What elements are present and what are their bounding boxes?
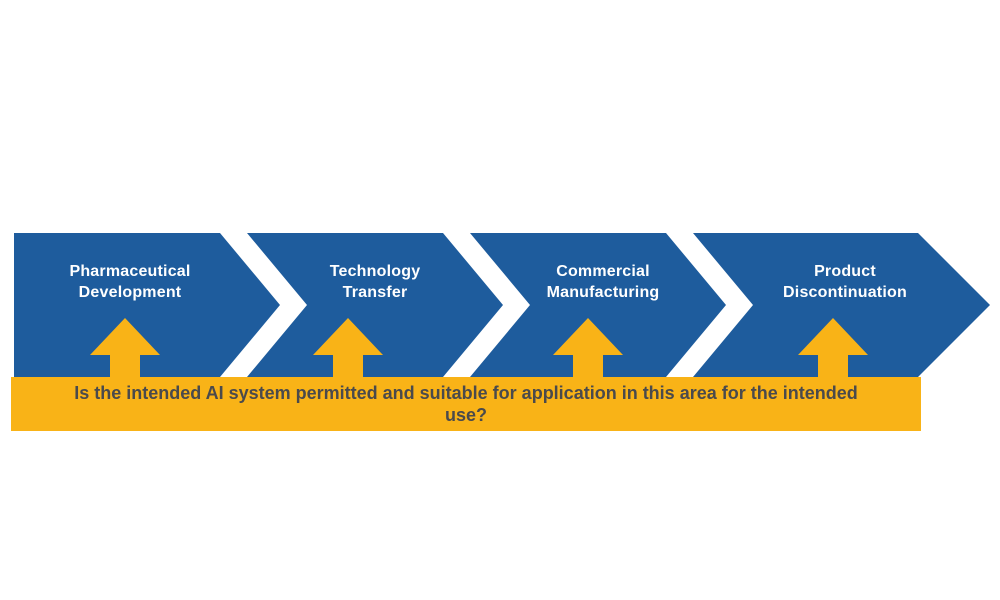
stage-label-line: Technology bbox=[329, 263, 421, 280]
up-arrow-icon-1 bbox=[90, 318, 160, 380]
question-banner bbox=[11, 377, 921, 431]
question-line-1: Is the intended AI system permitted and … bbox=[74, 383, 858, 403]
stage-chevron-commercial-manufacturing bbox=[470, 233, 726, 377]
stage-label-line: Manufacturing bbox=[546, 284, 660, 301]
stage-label-product-discontinuation: Product Discontinuation bbox=[740, 261, 950, 303]
question-banner-text: Is the intended AI system permitted and … bbox=[11, 377, 921, 431]
stage-label-line: Pharmaceutical bbox=[69, 263, 191, 280]
stage-label-line: Commercial bbox=[556, 263, 650, 280]
stage-chevron-pharmaceutical-development bbox=[14, 233, 280, 377]
stage-label-commercial-manufacturing: Commercial Manufacturing bbox=[498, 261, 708, 303]
stage-label-line: Development bbox=[78, 284, 182, 301]
stage-label-technology-transfer: Technology Transfer bbox=[270, 261, 480, 303]
question-line-2: use? bbox=[444, 405, 487, 425]
stage-chevron-product-discontinuation bbox=[693, 233, 990, 377]
stage-chevron-technology-transfer bbox=[247, 233, 503, 377]
stage-label-line: Product bbox=[814, 263, 876, 280]
up-arrow-icon-4 bbox=[798, 318, 868, 380]
up-arrow-icon-3 bbox=[553, 318, 623, 380]
stage-label-line: Transfer bbox=[342, 284, 408, 301]
stage-label-line: Discontinuation bbox=[783, 284, 907, 301]
up-arrow-icon-2 bbox=[313, 318, 383, 380]
stage-label-pharmaceutical-development: Pharmaceutical Development bbox=[25, 261, 235, 303]
